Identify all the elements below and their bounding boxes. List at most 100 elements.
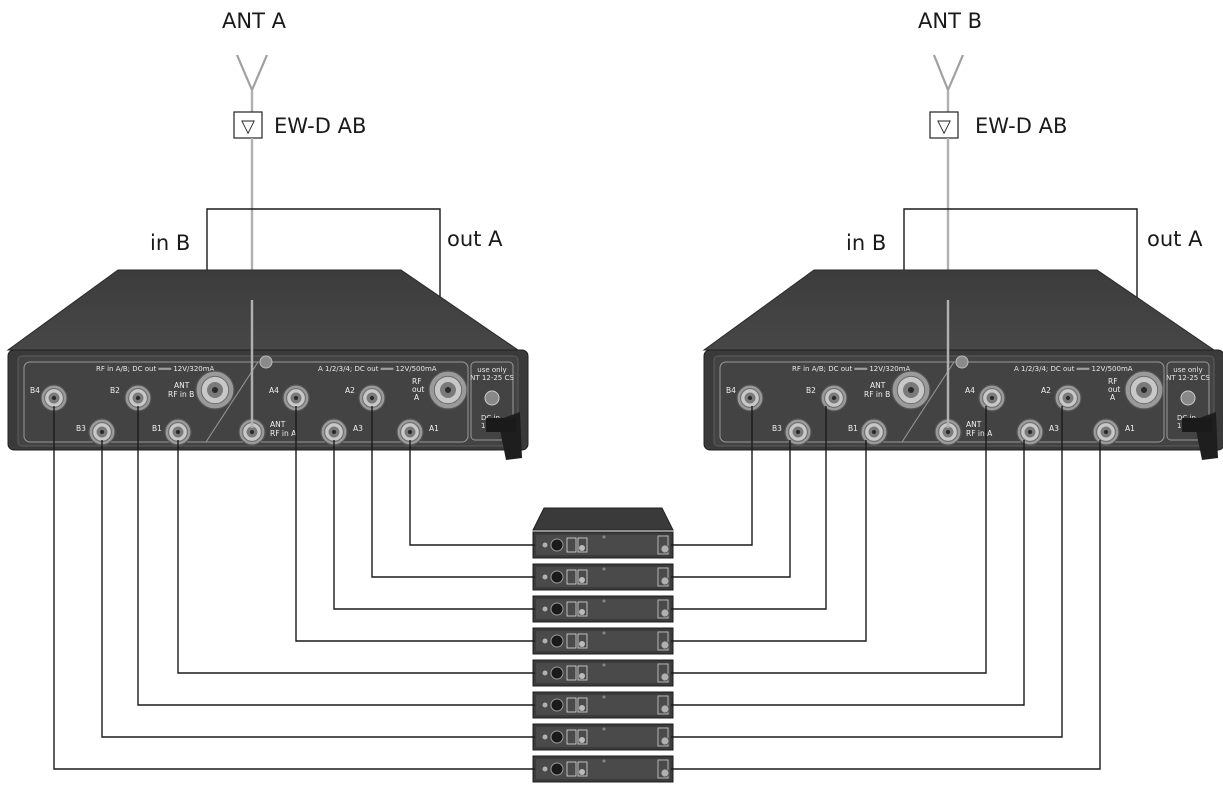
ground-screw-icon [259, 355, 273, 369]
connector-a3[interactable] [1016, 418, 1044, 446]
port-label: RF [1108, 377, 1118, 386]
booster-a-label: EW-D AB [274, 114, 366, 138]
svg-text:▽: ▽ [241, 116, 255, 137]
booster-b-icon [929, 111, 959, 139]
receiver-unit [532, 531, 674, 559]
connector-rf-out[interactable] [428, 370, 468, 410]
connector-ant-a[interactable] [934, 418, 962, 446]
power-socket-icon [550, 666, 564, 680]
connector-a1[interactable] [396, 418, 424, 446]
right-in-b-label: in B [846, 231, 886, 255]
receiver-unit [532, 627, 674, 655]
receiver-cable-right [671, 440, 867, 642]
port-label: ANT [174, 381, 190, 390]
receiver-cable-right [671, 440, 1025, 706]
antenna-in-connector[interactable] [660, 576, 670, 586]
rf-a-header: A 1/2/3/4; DC out ═══ 12V/500mA [1014, 365, 1133, 373]
port-label: B1 [152, 424, 162, 433]
right-out-a-label: out A [1147, 227, 1203, 251]
connector-ant-a[interactable] [238, 418, 266, 446]
port-label: RF [412, 377, 422, 386]
connector-b1[interactable] [860, 418, 888, 446]
antenna-a: ANT A ▽ EW-D AB [222, 9, 366, 340]
receiver-stack [532, 507, 674, 783]
connector-a3[interactable] [320, 418, 348, 446]
port-label: B2 [110, 386, 120, 395]
power-socket-icon [550, 602, 564, 616]
receiver-cables [53, 406, 1101, 770]
port-label: A2 [1041, 386, 1051, 395]
antenna-b-label: ANT B [918, 9, 982, 33]
antenna-in-connector[interactable] [660, 672, 670, 682]
receiver-unit [532, 563, 674, 591]
connector-ant-b[interactable] [891, 370, 931, 410]
connector-b2[interactable] [124, 384, 152, 412]
receiver-cable-left [295, 406, 535, 642]
connector-ant-b[interactable] [195, 370, 235, 410]
rf-b-header: RF in A/B; DC out ═══ 12V/320mA [96, 365, 215, 373]
rf-a-header: A 1/2/3/4; DC out ═══ 12V/500mA [318, 365, 437, 373]
connector-a4[interactable] [978, 384, 1006, 412]
antenna-in-connector[interactable] [660, 608, 670, 618]
power-socket-icon [550, 730, 564, 744]
receiver-cable-left [101, 440, 535, 738]
receiver-cable-right [671, 440, 1101, 770]
antenna-in-connector[interactable] [660, 544, 670, 554]
connector-a4[interactable] [282, 384, 310, 412]
port-label: A1 [429, 424, 439, 433]
port-label: A4 [965, 386, 975, 395]
port-label: A4 [269, 386, 279, 395]
connector-rf-out[interactable] [1124, 370, 1164, 410]
antenna-in-connector[interactable] [660, 736, 670, 746]
connector-b1[interactable] [164, 418, 192, 446]
receiver-unit [532, 723, 674, 751]
receiver-cable-right [671, 406, 827, 610]
left-in-b-label: in B [150, 231, 190, 255]
svg-text:use only: use only [477, 366, 506, 374]
port-label: RF in B [864, 390, 890, 399]
connector-a2[interactable] [1054, 384, 1082, 412]
svg-text:▽: ▽ [937, 116, 951, 137]
port-label: A [414, 393, 420, 402]
svg-text:use only: use only [1173, 366, 1202, 374]
receiver-unit [532, 595, 674, 623]
power-socket-icon [550, 538, 564, 552]
antenna-b-icon [932, 54, 965, 93]
port-label: A2 [345, 386, 355, 395]
port-label: B4 [726, 386, 736, 395]
svg-text:NT 12-25 CS: NT 12-25 CS [1166, 374, 1210, 382]
power-socket-icon [550, 698, 564, 712]
port-label: RF in A [966, 429, 993, 438]
port-label: A3 [1049, 424, 1059, 433]
connector-b2[interactable] [820, 384, 848, 412]
connector-b3[interactable] [784, 418, 812, 446]
antenna-splitter-left: RF in A/B; DC out ═══ 12V/320mA A 1/2/3/4… [6, 269, 529, 460]
rf-b-header: RF in A/B; DC out ═══ 12V/320mA [792, 365, 911, 373]
svg-text:NT 12-25 CS: NT 12-25 CS [470, 374, 514, 382]
connector-b4[interactable] [40, 384, 68, 412]
port-label: RF in B [168, 390, 194, 399]
dc-in-socket[interactable] [484, 390, 500, 406]
receiver-cable-left [409, 440, 535, 546]
antenna-in-connector[interactable] [660, 704, 670, 714]
antenna-in-connector[interactable] [660, 768, 670, 778]
port-label: RF in A [270, 429, 297, 438]
power-socket-icon [550, 634, 564, 648]
antenna-in-connector[interactable] [660, 640, 670, 650]
receiver-cable-left [177, 440, 535, 674]
receiver-cable-right [671, 406, 753, 546]
dc-in-socket[interactable] [1180, 390, 1196, 406]
connector-a1[interactable] [1092, 418, 1120, 446]
connector-b4[interactable] [736, 384, 764, 412]
power-socket-icon [550, 762, 564, 776]
receiver-unit [532, 659, 674, 687]
ground-screw-icon [955, 355, 969, 369]
antenna-b: ANT B ▽ EW-D AB [918, 9, 1067, 340]
receiver-cable-left [137, 406, 535, 706]
port-label: ANT [966, 420, 982, 429]
receiver-cable-right [671, 440, 791, 578]
port-label: B3 [772, 424, 782, 433]
port-label: ANT [270, 420, 286, 429]
port-label: ANT [870, 381, 886, 390]
